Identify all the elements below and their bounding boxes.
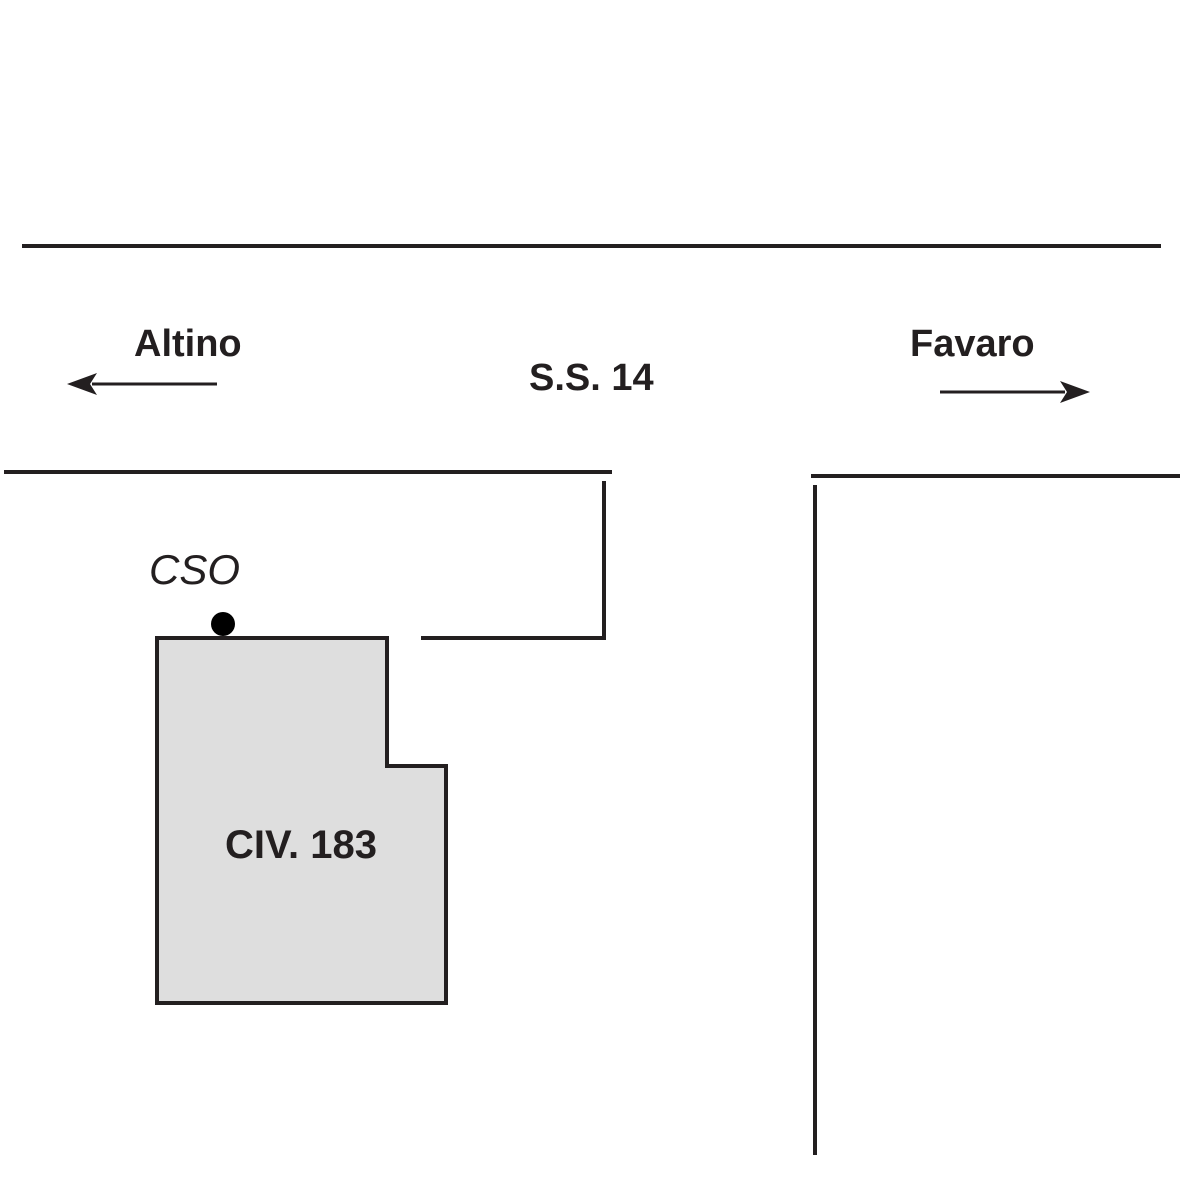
lot-boundary bbox=[421, 481, 606, 640]
marker-label: CSO bbox=[149, 546, 240, 593]
arrow-left-icon bbox=[67, 373, 217, 395]
building-footprint bbox=[155, 636, 448, 1005]
cso-marker-icon bbox=[211, 612, 235, 636]
arrow-right-icon bbox=[940, 381, 1090, 403]
road-name-label: S.S. 14 bbox=[529, 357, 654, 399]
direction-left-label: Altino bbox=[134, 323, 242, 365]
building-label: CIV. 183 bbox=[225, 823, 377, 867]
direction-right-label: Favaro bbox=[910, 323, 1035, 365]
